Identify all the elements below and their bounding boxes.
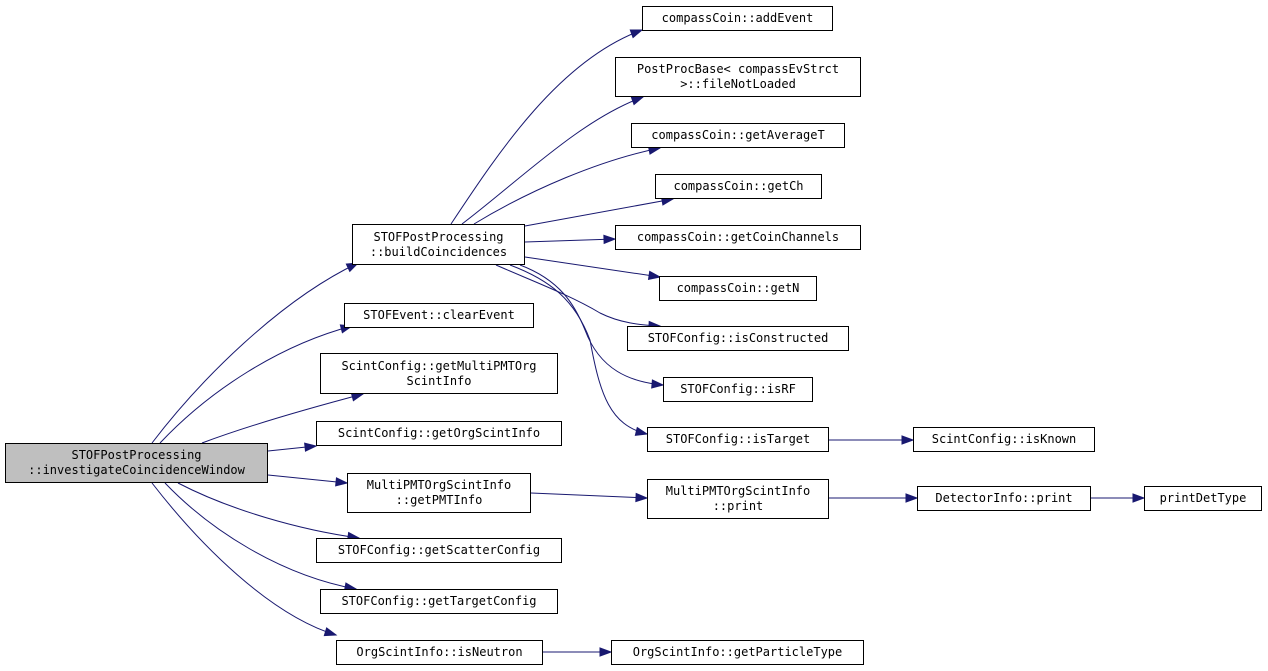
edge-arrowhead [1132,493,1146,503]
node-clear-event[interactable]: STOFEvent::clearEvent [344,303,534,328]
node-get-org-scint-info[interactable]: ScintConfig::getOrgScintInfo [316,421,562,446]
edge-get-pmt-info-to-print [530,492,649,503]
node-label-line: printDetType [1159,491,1247,505]
edge-investigate-to-get-pmt-info [267,474,349,487]
node-investigate-coincidence-window: STOFPostProcessing ::investigateCoincide… [5,443,268,483]
edge-arrowhead [901,435,915,445]
node-get-scatter-config[interactable]: STOFConfig::getScatterConfig [316,538,562,563]
edge-print-to-detector-info-print [829,493,919,503]
node-label-line: STOFConfig::isRF [680,382,796,396]
edge-investigate-to-is-neutron [151,482,338,637]
edge-line [177,482,360,539]
node-get-particle-type[interactable]: OrgScintInfo::getParticleType [611,640,864,665]
node-label-line: STOFConfig::isConstructed [647,331,829,345]
edge-line [530,492,648,499]
edge-arrowhead [629,29,644,39]
node-label-line: compassCoin::getCh [673,179,804,193]
node-build-coincidences[interactable]: STOFPostProcessing ::buildCoincidences [352,224,525,265]
node-label-line: PostProcBase< compassEvStrct [636,62,840,76]
edge-arrowhead [599,647,613,657]
edge-line [450,29,643,225]
node-label-line: ScintConfig::getMultiPMTOrg [341,358,537,373]
node-label-line: OrgScintInfo::getParticleType [632,645,843,659]
node-label-line: OrgScintInfo::isNeutron [356,645,523,659]
edge-build-to-add-event [450,29,644,225]
node-get-coin-channels[interactable]: compassCoin::getCoinChannels [615,225,861,250]
edge-line [524,238,616,243]
edge-line [267,474,348,484]
edge-investigate-to-get-target-config [164,482,358,592]
node-is-known[interactable]: ScintConfig::isKnown [913,427,1095,452]
node-label-line: ScintConfig::getOrgScintInfo [337,426,541,440]
edge-build-to-get-ch [524,196,675,227]
node-label-line: compassCoin::getN [676,281,800,295]
node-label-line: MultiPMTOrgScintInfo [665,484,811,498]
node-multi-pmt-print[interactable]: MultiPMTOrgScintInfo ::print [647,479,829,519]
node-get-pmt-info[interactable]: MultiPMTOrgScintInfo ::getPMTInfo [347,473,531,513]
edge-line [267,445,317,452]
edge-line [524,198,674,227]
node-file-not-loaded[interactable]: PostProcBase< compassEvStrct >::fileNotL… [615,57,861,97]
edge-arrowhead [323,627,338,637]
node-label-line: STOFConfig::getTargetConfig [341,594,537,608]
edge-line [524,256,661,278]
edge-arrowhead [304,442,318,452]
node-label-line: STOFEvent::clearEvent [363,308,515,322]
edge-investigate-to-get-scatter-config [177,482,361,542]
node-label-line: STOFPostProcessing [373,229,504,244]
node-label-line: >::fileNotLoaded [680,77,796,91]
edge-is-neutron-to-get-particle-type [543,647,613,657]
node-label-line: STOFPostProcessing [71,448,202,462]
node-label-line: ::print [712,499,764,513]
node-get-average-t[interactable]: compassCoin::getAverageT [631,123,845,148]
edge-arrowhead [603,234,617,245]
node-label-line: ScintInfo [406,373,472,388]
node-print-det-type[interactable]: printDetType [1144,486,1262,511]
edge-line [473,147,661,225]
edge-arrowhead [634,426,649,436]
node-is-neutron[interactable]: OrgScintInfo::isNeutron [336,640,543,665]
edge-investigate-to-get-org-scint-info [267,442,318,452]
node-label-line: compassCoin::addEvent [661,11,814,25]
edge-build-to-get-average-t [473,145,662,225]
node-label-line: compassCoin::getCoinChannels [636,230,840,244]
edge-arrowhead [651,379,665,389]
node-label-line: compassCoin::getAverageT [651,128,825,142]
edge-line [164,482,357,590]
node-label-line: STOFConfig::getScatterConfig [337,543,541,557]
node-add-event[interactable]: compassCoin::addEvent [642,6,833,31]
node-is-constructed[interactable]: STOFConfig::isConstructed [627,326,849,351]
edge-detector-info-print-to-print-det-type [1091,493,1146,503]
edge-line [151,482,337,636]
node-label-line: MultiPMTOrgScintInfo [366,478,512,492]
edge-arrowhead [635,492,649,503]
node-label-line: ::investigateCoincidenceWindow [28,463,245,477]
edge-line [461,96,644,225]
edge-build-to-file-not-loaded [461,96,645,225]
node-label-line: DetectorInfo::print [935,491,1073,505]
node-get-n[interactable]: compassCoin::getN [659,276,817,301]
node-label-line: ::getPMTInfo [395,493,483,507]
edge-arrowhead [350,392,365,402]
node-label-line: STOFConfig::isTarget [665,432,811,446]
node-get-ch[interactable]: compassCoin::getCh [655,174,822,199]
edge-arrowhead [630,96,645,106]
node-is-rf[interactable]: STOFConfig::isRF [663,377,813,402]
edge-arrowhead [905,493,919,503]
node-get-multi-pmt-org-scint-info[interactable]: ScintConfig::getMultiPMTOrg ScintInfo [320,353,558,394]
edge-build-to-get-coin-channels [524,234,617,245]
node-get-target-config[interactable]: STOFConfig::getTargetConfig [320,589,558,614]
edge-is-target-to-is-known [829,435,915,445]
edge-arrowhead [335,477,349,487]
node-label-line: ::buildCoincidences [369,244,508,259]
node-label-line: ScintConfig::isKnown [931,432,1077,446]
node-detector-info-print[interactable]: DetectorInfo::print [917,486,1091,511]
node-is-target[interactable]: STOFConfig::isTarget [647,427,829,452]
edge-build-to-get-n [524,256,662,280]
